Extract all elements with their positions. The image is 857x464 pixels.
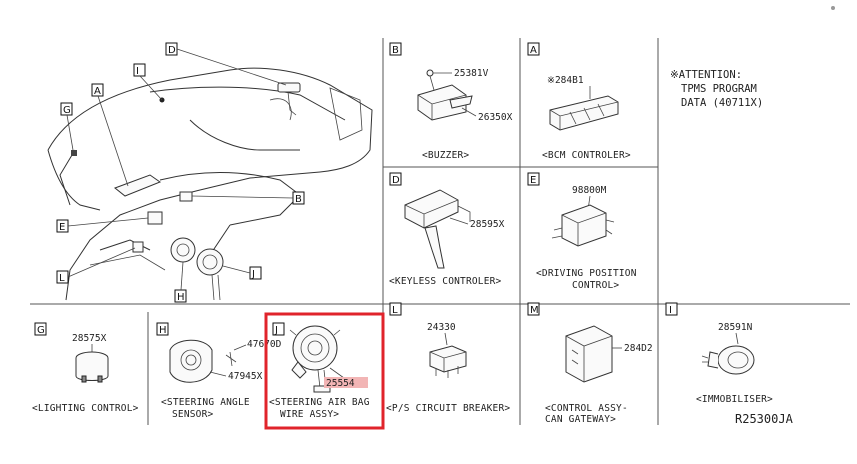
svg-text:A: A (94, 86, 101, 97)
svg-text:<BUZZER>: <BUZZER> (422, 150, 469, 161)
svg-text:DATA (40711X): DATA (40711X) (681, 97, 763, 109)
svg-text:<LIGHTING CONTROL>: <LIGHTING CONTROL> (32, 403, 139, 414)
svg-text:47670D: 47670D (247, 339, 282, 350)
svg-text:<BCM CONTROLER>: <BCM CONTROLER> (542, 150, 631, 161)
panel-H-steering-angle-sensor: H 47670D 47945X <STEERING ANGLE SENSOR> (156, 322, 282, 420)
callout-H: H (174, 261, 187, 303)
dashboard-overview (47, 67, 373, 301)
panel-B-buzzer: B 25381V 26350X <BUZZER> (389, 42, 513, 161)
panel-D-keyless: D 28595X <KEYLESS CONTROLER> (389, 172, 505, 287)
callout-E: E (56, 217, 149, 233)
panel-L-circuit-breaker: L 24330 <P/S CIRCUIT BREAKER> (386, 302, 510, 414)
svg-text:<STEERING AIR BAG: <STEERING AIR BAG (269, 397, 370, 408)
svg-text:28595X: 28595X (470, 219, 505, 230)
svg-text:WIRE ASSY>: WIRE ASSY> (280, 409, 339, 420)
svg-text:※284B1: ※284B1 (547, 75, 584, 86)
callout-A: A (91, 83, 129, 187)
highlight-border (264, 312, 385, 430)
svg-text:J: J (274, 325, 278, 336)
callout-D: D (165, 42, 287, 86)
svg-text:24330: 24330 (427, 322, 456, 333)
svg-text:47945X: 47945X (228, 371, 263, 382)
part-label-highlight (324, 377, 368, 388)
svg-text:28575X: 28575X (72, 333, 107, 344)
svg-text:25554: 25554 (326, 378, 355, 389)
svg-text:L: L (392, 305, 398, 316)
svg-text:<IMMOBILISER>: <IMMOBILISER> (696, 394, 773, 405)
svg-text:TPMS PROGRAM: TPMS PROGRAM (681, 83, 757, 95)
svg-text:E: E (530, 175, 536, 186)
svg-text:L: L (59, 273, 65, 284)
svg-text:D: D (392, 175, 400, 186)
callout-L: L (56, 247, 136, 284)
svg-text:98800M: 98800M (572, 185, 607, 196)
svg-text:<P/S CIRCUIT BREAKER>: <P/S CIRCUIT BREAKER> (386, 403, 510, 414)
svg-text:A: A (530, 45, 537, 56)
callout-I: I (133, 63, 163, 101)
panel-G-lighting: G 28575X <LIGHTING CONTROL> (32, 322, 139, 414)
svg-text:M: M (530, 305, 539, 316)
svg-text:H: H (159, 325, 167, 336)
svg-text:※ATTENTION:: ※ATTENTION: (670, 69, 742, 81)
svg-text:<CONTROL ASSY-: <CONTROL ASSY- (545, 403, 628, 414)
svg-text:H: H (177, 292, 185, 303)
panel-I-immobiliser: I 28591N <IMMOBILISER> (665, 302, 773, 405)
svg-text:G: G (63, 105, 71, 116)
svg-text:<KEYLESS CONTROLER>: <KEYLESS CONTROLER> (389, 276, 502, 287)
svg-text:D: D (168, 45, 176, 56)
svg-text:CONTROL>: CONTROL> (572, 280, 619, 291)
svg-text:I: I (669, 305, 672, 316)
svg-text:B: B (295, 194, 302, 205)
panel-J-steering-airbag-wire: J 25554 <STEERING AIR BAG WIRE ASSY> (264, 312, 385, 430)
svg-text:E: E (59, 222, 65, 233)
svg-text:26350X: 26350X (478, 112, 513, 123)
callout-J: J (222, 265, 262, 280)
svg-text:G: G (37, 325, 45, 336)
svg-text:CAN GATEWAY>: CAN GATEWAY> (545, 414, 616, 425)
panel-E-driving-position: E 98800M <DRIVING POSITION CONTROL> (527, 172, 637, 291)
svg-text:25381V: 25381V (454, 68, 489, 79)
svg-text:B: B (392, 45, 399, 56)
corner-mark (831, 6, 835, 10)
svg-text:<STEERING ANGLE: <STEERING ANGLE (161, 397, 250, 408)
panel-A-bcm: A ※284B1 <BCM CONTROLER> (527, 42, 631, 161)
svg-text:28591N: 28591N (718, 322, 753, 333)
svg-text:I: I (136, 66, 139, 77)
attention-note: ※ATTENTION: TPMS PROGRAM DATA (40711X) (670, 69, 763, 109)
panel-M-can-gateway: M 284D2 <CONTROL ASSY- CAN GATEWAY> (527, 302, 653, 425)
svg-text:SENSOR>: SENSOR> (172, 409, 214, 420)
callout-B: B (191, 191, 305, 205)
callout-G: G (60, 102, 74, 151)
panel-dividers (30, 38, 850, 425)
svg-text:<DRIVING POSITION: <DRIVING POSITION (536, 268, 637, 279)
reference-code: R25300JA (735, 412, 794, 426)
svg-text:J: J (251, 269, 255, 280)
svg-text:284D2: 284D2 (624, 343, 653, 354)
